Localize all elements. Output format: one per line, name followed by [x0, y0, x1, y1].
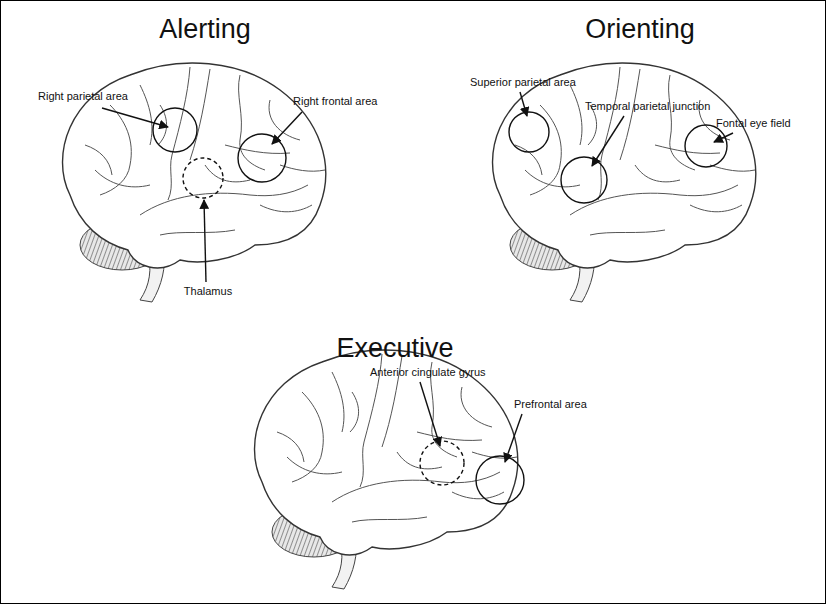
- region-label: Right frontal area: [293, 95, 377, 108]
- region-label: Fontal eye field: [716, 117, 791, 130]
- panel-title: Alerting: [159, 14, 251, 45]
- region-label: Prefrontal area: [514, 398, 587, 411]
- region-label: Superior parietal area: [470, 76, 576, 89]
- panel-title: Executive: [336, 333, 453, 364]
- region-label: Right parietal area: [38, 90, 128, 103]
- region-label: Anterior cingulate gyrus: [370, 366, 486, 379]
- panel-title: Orienting: [585, 14, 695, 45]
- region-label: Temporal parietal junction: [585, 100, 710, 113]
- region-label: Thalamus: [184, 285, 232, 298]
